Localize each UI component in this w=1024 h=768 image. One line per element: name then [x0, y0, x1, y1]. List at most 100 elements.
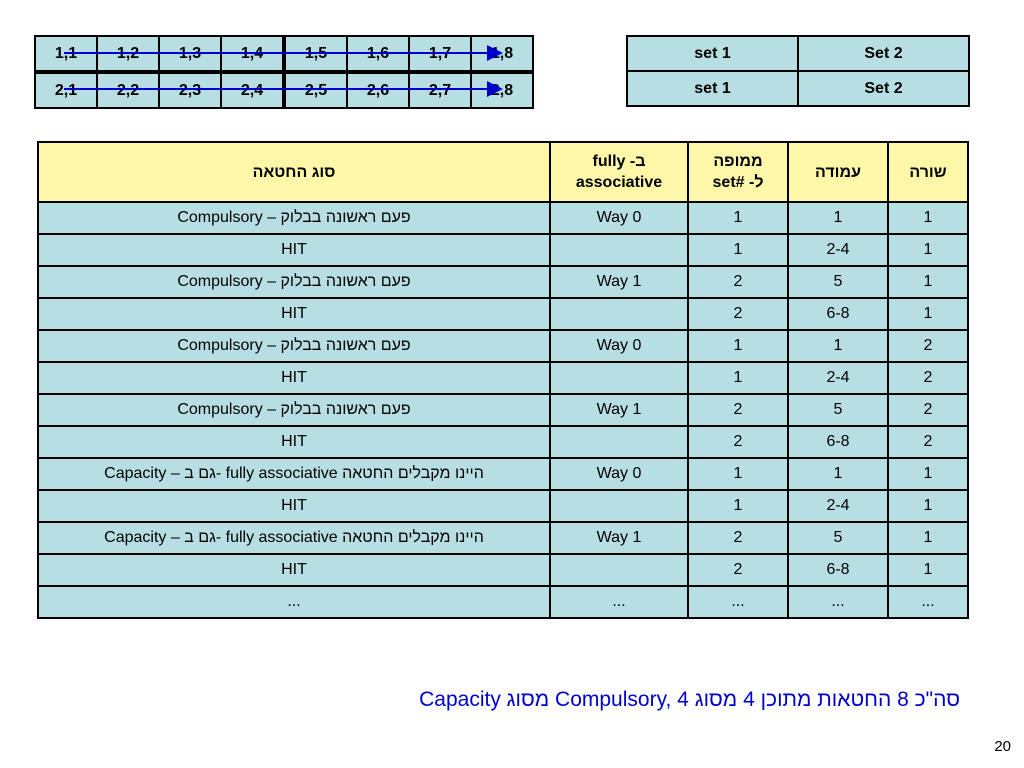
cell-column: 6-8: [787, 425, 889, 459]
cell-row: 1: [887, 457, 969, 491]
cell-way: [549, 361, 689, 395]
cell-set: 1: [687, 457, 789, 491]
grid-cell: 2,5: [282, 70, 348, 109]
header-fa-line-2: associative: [575, 174, 663, 191]
set-cell: set 1: [626, 70, 799, 107]
cell-column: 5: [787, 265, 889, 299]
cell-way: Way 1: [549, 521, 689, 555]
header-miss-type: סוג החטאה: [37, 141, 551, 203]
grid-row: 1,1 1,2 1,3 1,4 1,5 1,6 1,7 1,8: [34, 35, 534, 73]
cell-column: 5: [787, 393, 889, 427]
cell-set: 2: [687, 425, 789, 459]
grid-cell: 2,1: [34, 70, 98, 109]
cell-row: 1: [887, 489, 969, 523]
cell-way: [549, 297, 689, 331]
grid-cell: 2,8: [470, 70, 534, 109]
cell-column: 2-4: [787, 233, 889, 267]
summary-text: סה"כ 8 החטאות מתוכן 4 מסוג Compulsory, 4…: [419, 688, 960, 711]
cell-miss-type: HIT: [37, 361, 551, 395]
header-mapped-line-2: ל- #set: [712, 174, 764, 191]
cell-row: 2: [887, 425, 969, 459]
cell-column: 1: [787, 329, 889, 363]
grid-cell: 2,6: [346, 70, 410, 109]
miss-analysis-table: שורה עמודה ממופה ל- #set ב- fully associat…: [37, 141, 969, 619]
cell-row: 1: [887, 233, 969, 267]
cell-set: ...: [687, 585, 789, 619]
cell-set: 2: [687, 265, 789, 299]
cell-set: 1: [687, 233, 789, 267]
cell-way: [549, 489, 689, 523]
cell-way: Way 1: [549, 393, 689, 427]
cell-column: 6-8: [787, 297, 889, 331]
set-table: set 1 Set 2 set 1 Set 2: [626, 35, 970, 107]
cell-miss-type: Compulsory – פעם ראשונה בבלוק: [37, 329, 551, 363]
header-mapped-line-1: ממופה: [713, 153, 763, 170]
cell-row: 2: [887, 329, 969, 363]
grid-cell: 1,5: [282, 35, 348, 73]
header-row-number: שורה: [887, 141, 969, 203]
cell-row: 2: [887, 393, 969, 427]
cell-column: ...: [787, 585, 889, 619]
table-row: ...............: [37, 585, 969, 619]
cell-column: 2-4: [787, 361, 889, 395]
grid-cell: 2,2: [96, 70, 160, 109]
cell-way: [549, 425, 689, 459]
header-row: שורה עמודה ממופה ל- #set ב- fully associat…: [37, 141, 969, 203]
cell-row: 1: [887, 265, 969, 299]
cell-set: 1: [687, 489, 789, 523]
grid-cell: 1,1: [34, 35, 98, 73]
cell-row: ...: [887, 585, 969, 619]
cell-miss-type: HIT: [37, 553, 551, 587]
cell-way: Way 0: [549, 329, 689, 363]
cell-row: 1: [887, 553, 969, 587]
header-fully-associative: ב- fully associative: [549, 141, 689, 203]
cell-column: 6-8: [787, 553, 889, 587]
cell-miss-type: HIT: [37, 297, 551, 331]
header-column-number: עמודה: [787, 141, 889, 203]
cell-column: 1: [787, 201, 889, 235]
grid-cell: 1,3: [158, 35, 222, 73]
set-row: set 1 Set 2: [626, 70, 970, 107]
header-mapped-set: ממופה ל- #set: [687, 141, 789, 203]
set-cell: set 1: [626, 35, 799, 72]
cell-set: 2: [687, 521, 789, 555]
grid-row: 2,1 2,2 2,3 2,4 2,5 2,6 2,7 2,8: [34, 70, 534, 109]
cell-miss-type: HIT: [37, 233, 551, 267]
cell-column: 2-4: [787, 489, 889, 523]
cell-set: 1: [687, 329, 789, 363]
grid-cell: 1,4: [220, 35, 285, 73]
block-grid-table: 1,1 1,2 1,3 1,4 1,5 1,6 1,7 1,8 2,1 2,2 …: [34, 35, 534, 109]
cell-set: 2: [687, 553, 789, 587]
cell-miss-type: Compulsory – פעם ראשונה בבלוק: [37, 393, 551, 427]
grid-cell: 2,7: [408, 70, 472, 109]
set-cell: Set 2: [797, 70, 970, 107]
cell-set: 1: [687, 361, 789, 395]
cell-column: 5: [787, 521, 889, 555]
set-cell: Set 2: [797, 35, 970, 72]
cell-row: 1: [887, 201, 969, 235]
grid-cell: 2,4: [220, 70, 285, 109]
cell-set: 2: [687, 393, 789, 427]
cell-miss-type: Compulsory – פעם ראשונה בבלוק: [37, 265, 551, 299]
cell-way: Way 0: [549, 201, 689, 235]
cell-row: 2: [887, 361, 969, 395]
cell-miss-type: ...: [37, 585, 551, 619]
cell-set: 2: [687, 297, 789, 331]
header-fa-line-1: ב- fully: [592, 153, 646, 170]
page-number: 20: [994, 738, 1011, 755]
cell-way: [549, 233, 689, 267]
cell-miss-type: Capacity – גם ב- fully associative היינו…: [37, 457, 551, 491]
set-row: set 1 Set 2: [626, 35, 970, 72]
